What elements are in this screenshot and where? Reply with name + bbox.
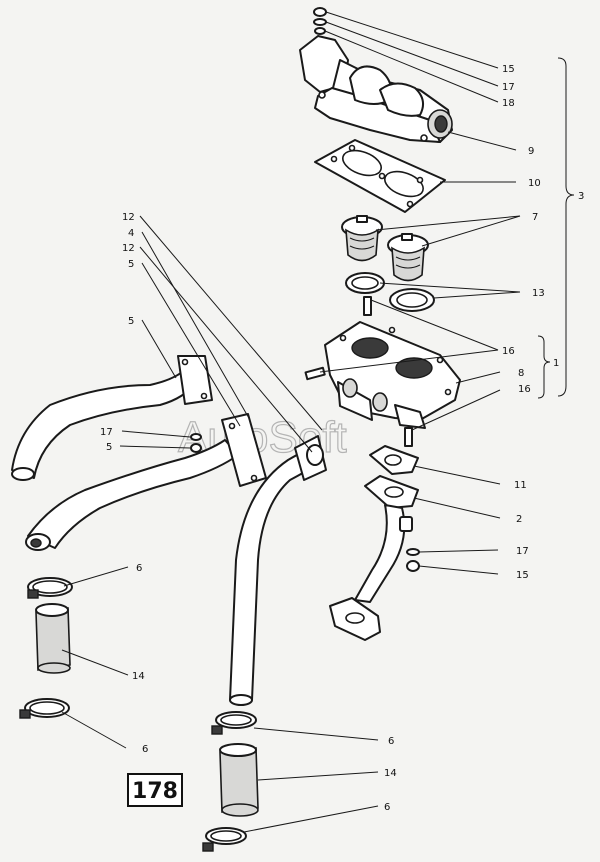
callout-3: 3 (578, 191, 584, 202)
callout-4: 4 (128, 228, 134, 239)
callout-13: 13 (532, 288, 545, 299)
pipe-12-long (229, 435, 327, 706)
callout-2: 2 (516, 514, 522, 525)
clamp-6-c (211, 711, 257, 735)
callout-15-lower: 15 (516, 570, 529, 581)
callout-6-b: 6 (142, 744, 148, 755)
gasket-11 (369, 445, 419, 475)
seal-ring-13-left (345, 272, 385, 294)
callout-17-left: 17 (100, 427, 113, 438)
nut-15-top (313, 7, 327, 17)
hose-14-left (35, 603, 71, 674)
gasket-10 (314, 139, 446, 213)
bracket-assembly-3 (557, 57, 575, 397)
leader-lines (61, 11, 521, 833)
pipe-4-middle-left (25, 413, 267, 551)
stud-16-right (404, 427, 413, 447)
callout-12-upper: 12 (122, 212, 135, 223)
clamp-6-d (202, 827, 247, 852)
clamp-6-b (19, 698, 70, 719)
nut-15-lower (406, 560, 420, 572)
callout-5-upper: 5 (128, 259, 134, 270)
pipe-5-upper-left (11, 355, 213, 481)
callout-16-lower: 16 (518, 384, 531, 395)
callout-9: 9 (528, 146, 534, 157)
callout-7: 7 (532, 212, 538, 223)
washer-17-left (190, 433, 202, 441)
bracket-assembly-1 (537, 335, 551, 399)
callout-11: 11 (514, 480, 527, 491)
clamp-6-a (27, 577, 73, 599)
callout-labels: 15 17 18 9 10 3 7 13 16 1 8 16 11 2 17 1… (100, 64, 584, 813)
hose-14-right (219, 743, 259, 817)
callout-5-pipe: 5 (128, 316, 134, 327)
callout-17: 17 (502, 82, 515, 93)
callout-1: 1 (553, 358, 559, 369)
callout-15: 15 (502, 64, 515, 75)
callout-16-upper: 16 (502, 346, 515, 357)
callout-6-a: 6 (136, 563, 142, 574)
thermostat-7-right (387, 233, 429, 282)
nut-5-left (190, 443, 202, 453)
callout-8: 8 (518, 368, 524, 379)
seal-ring-13-right (389, 288, 435, 312)
callout-6-c: 6 (388, 736, 394, 747)
callout-12-lower: 12 (122, 243, 135, 254)
callout-14-left: 14 (132, 671, 145, 682)
thermostat-cover-9 (299, 35, 453, 143)
callout-10: 10 (528, 178, 541, 189)
thermostat-housing-8 (324, 321, 461, 429)
washer-17-lower (406, 548, 420, 556)
washer-17-top (313, 18, 327, 26)
page-number-box: 178 (127, 773, 183, 807)
callout-18: 18 (502, 98, 515, 109)
washer-18-top (314, 27, 326, 35)
callout-6-d: 6 (384, 802, 390, 813)
stud-16-left (304, 366, 326, 381)
outlet-pipe-2 (329, 475, 419, 641)
callout-5-nut: 5 (106, 442, 112, 453)
thermostat-7-left (341, 215, 383, 262)
callout-14-right: 14 (384, 768, 397, 779)
stud-16-top (363, 296, 372, 316)
callout-17-lower: 17 (516, 546, 529, 557)
